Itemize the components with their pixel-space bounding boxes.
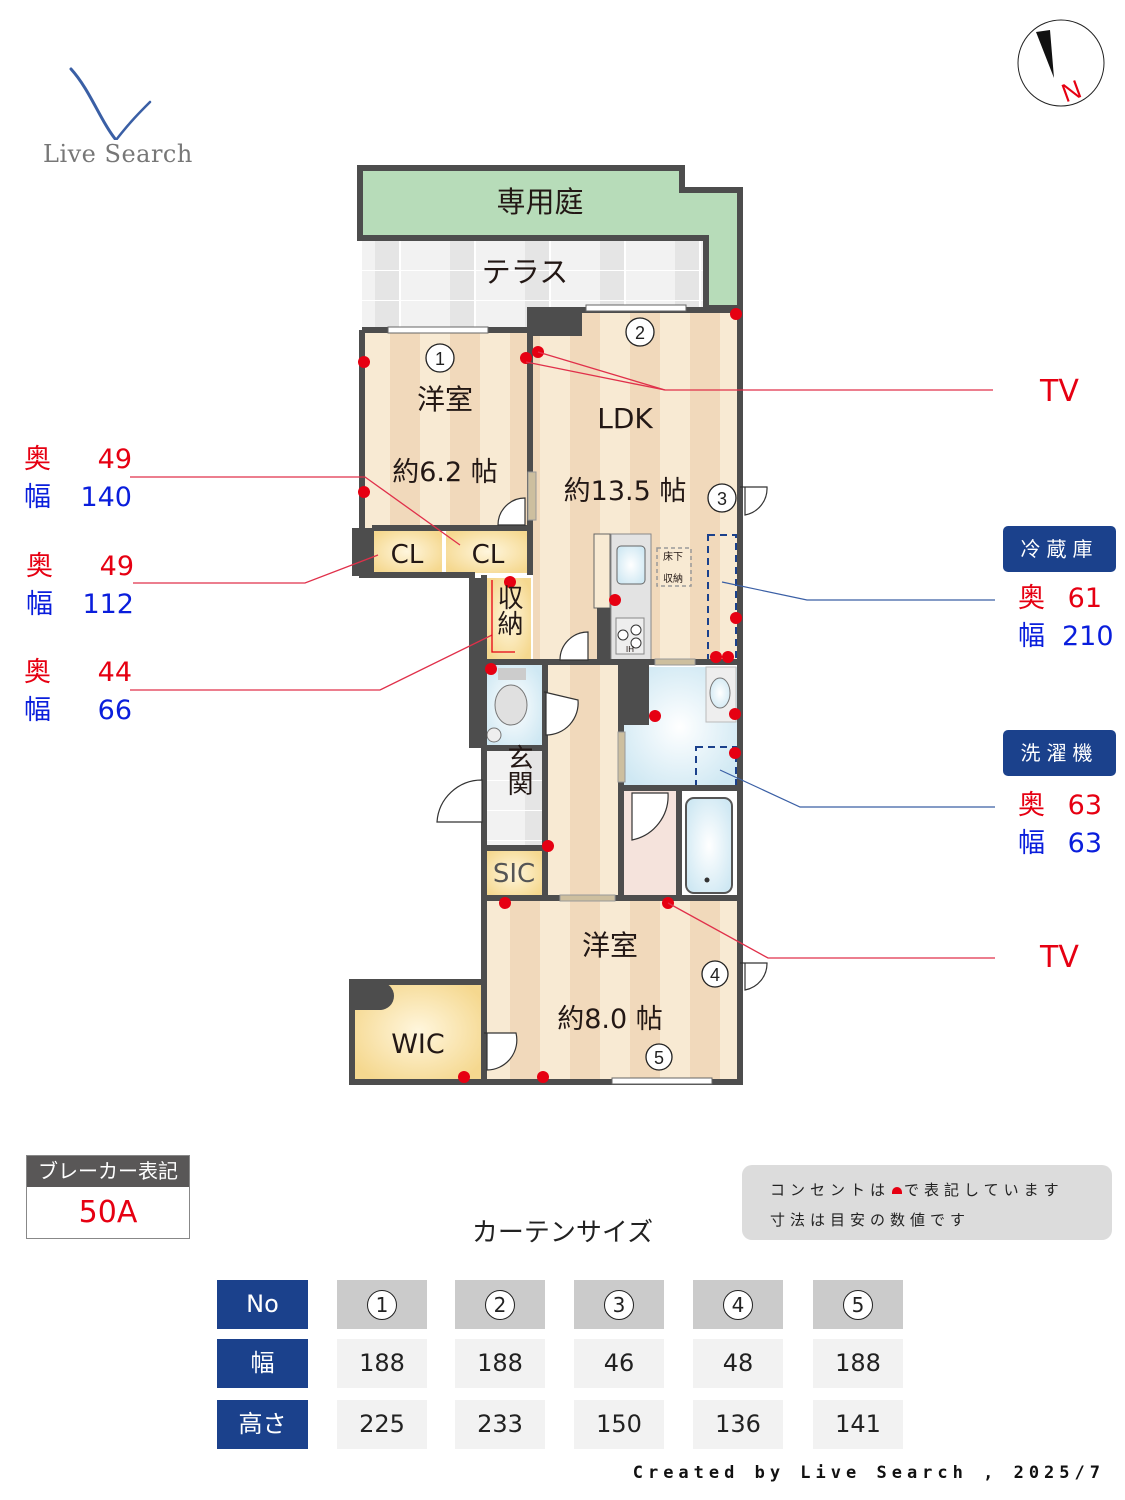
washer-badge: 洗濯機: [1003, 730, 1116, 776]
wic-label: WIC: [391, 1029, 445, 1060]
curtain-height-3: 150: [574, 1400, 664, 1449]
logo-check-icon: [69, 67, 152, 140]
curtain-height-2: 233: [455, 1400, 545, 1449]
breaker-box: ブレーカー表記 50A: [26, 1155, 190, 1239]
entrance: [484, 750, 542, 850]
shoe-closet: [484, 850, 542, 897]
western-room-2-size: 約8.0 帖: [557, 1004, 663, 1035]
credit-footer: Created by Live Search , 2025/7: [632, 1463, 1105, 1483]
terrace-label: テラス: [482, 255, 568, 289]
row-header-width: 幅: [217, 1339, 308, 1388]
closet-1-label: CL: [391, 540, 424, 570]
curtain-width-2: 188: [455, 1339, 545, 1388]
underfloor-storage: [656, 547, 692, 587]
live-search-logo: Live Search: [40, 60, 210, 170]
breaker-value: 50A: [78, 1195, 138, 1230]
western-room-2-name: 洋室: [582, 929, 638, 962]
breaker-header: ブレーカー表記: [27, 1156, 189, 1187]
bathtub: [685, 797, 733, 894]
window-number-5: 5: [654, 1048, 664, 1068]
window-number-4: 4: [710, 965, 720, 985]
storage: [486, 578, 531, 660]
western-room-2: [484, 900, 737, 1080]
fridge-badge: 冷蔵庫: [1003, 526, 1116, 572]
curtain-no-2: 2: [455, 1280, 545, 1329]
logo-text: Live Search: [43, 140, 193, 168]
legend-note: コンセントはで表記しています 寸法は目安の数値です: [742, 1165, 1112, 1240]
ih-label: IH: [626, 645, 634, 654]
tv-label-western-room: TV: [1040, 940, 1079, 975]
sink: [616, 545, 646, 585]
curtain-width-3: 46: [574, 1339, 664, 1388]
entrance-label: 玄関: [503, 744, 533, 796]
tv-label-ldk: TV: [1040, 374, 1079, 409]
curtain-width-1: 188: [337, 1339, 427, 1388]
window-number-2: 2: [635, 323, 645, 343]
window-number-3: 3: [717, 489, 727, 509]
north-arrow-icon: N: [1017, 19, 1105, 108]
floor-plan: 1 2 3 4 5 専用庭 テラス 洋室 約6.2 帖 LDK 約13.5 帖 …: [130, 165, 995, 1085]
curtain-width-5: 188: [813, 1339, 903, 1388]
ldk-size: 約13.5 帖: [564, 476, 687, 507]
ldk-name: LDK: [597, 402, 653, 435]
window-number-1: 1: [435, 349, 445, 369]
closet-1: [372, 530, 442, 573]
curtain-no-1: 1: [337, 1280, 427, 1329]
row-header-height: 高さ: [217, 1400, 308, 1449]
garden-label: 専用庭: [496, 185, 583, 219]
curtain-no-4: 4: [693, 1280, 783, 1329]
closet-2-label: CL: [472, 540, 505, 570]
underfloor-label-2: 収納: [663, 572, 683, 585]
curtain-no-3: 3: [574, 1280, 664, 1329]
western-room-1-size: 約6.2 帖: [392, 457, 498, 488]
fridge-space: [707, 534, 737, 661]
storage-label: 収納: [493, 584, 523, 636]
curtain-height-5: 141: [813, 1400, 903, 1449]
shoe-closet-label: SIC: [493, 859, 535, 889]
closet-2: [446, 530, 530, 573]
western-room-1-name: 洋室: [417, 383, 473, 416]
curtain-height-4: 136: [693, 1400, 783, 1449]
curtain-height-1: 225: [337, 1400, 427, 1449]
curtain-title: カーテンサイズ: [471, 1218, 654, 1248]
row-header-no: No: [217, 1280, 308, 1329]
curtain-width-4: 48: [693, 1339, 783, 1388]
underfloor-label-1: 床下: [663, 550, 683, 563]
curtain-no-5: 5: [813, 1280, 903, 1329]
outlet-icon: [892, 1187, 903, 1194]
compass: N: [1016, 18, 1106, 108]
